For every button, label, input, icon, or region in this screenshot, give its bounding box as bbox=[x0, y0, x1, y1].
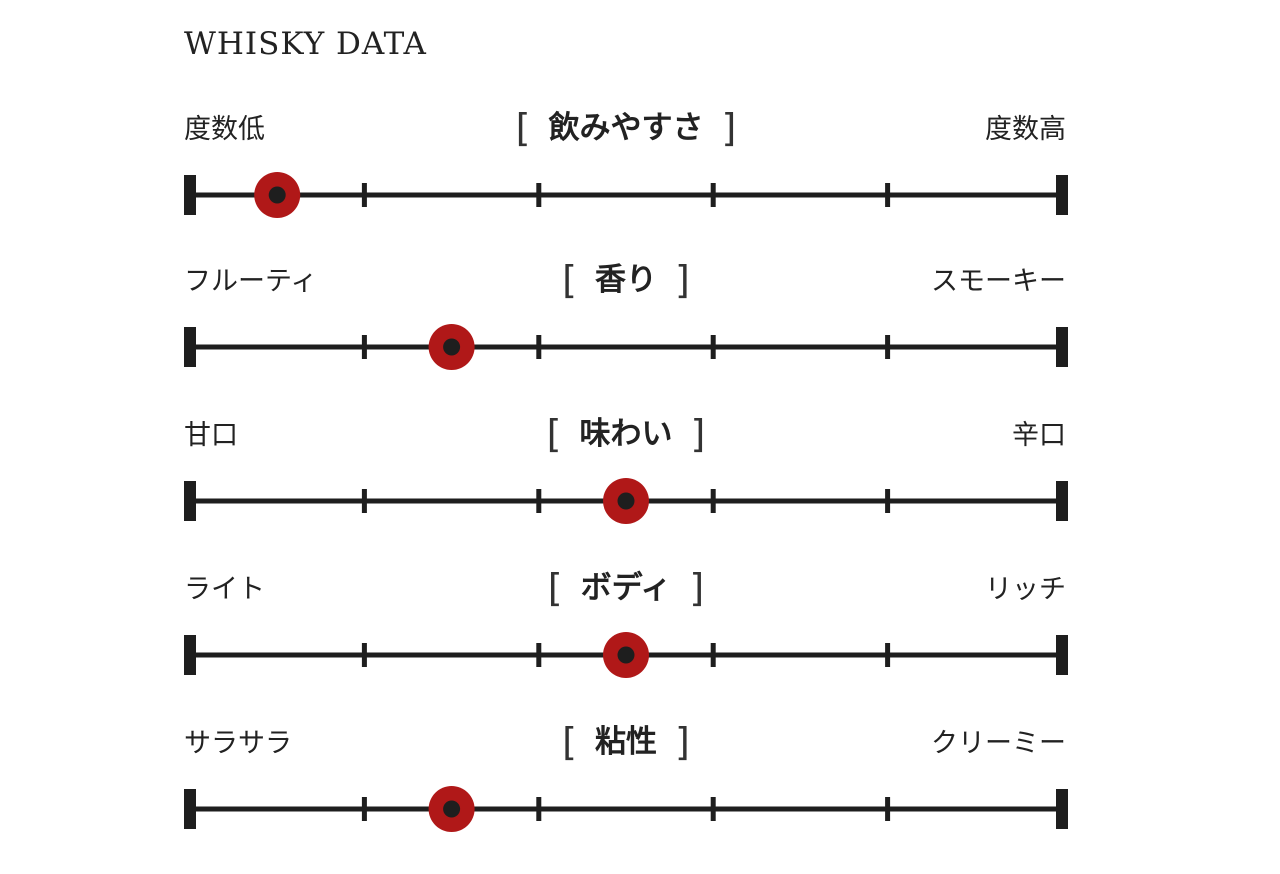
tick-mark bbox=[885, 183, 891, 207]
tick-mark bbox=[361, 797, 367, 821]
right-label: 度数高 bbox=[985, 114, 1066, 145]
end-cap bbox=[184, 635, 196, 675]
end-cap bbox=[184, 789, 196, 829]
bracket-open: [ bbox=[515, 106, 531, 150]
value-marker-center bbox=[268, 186, 286, 204]
tick-mark bbox=[536, 489, 542, 513]
row-title: ボディ bbox=[580, 570, 672, 606]
tick-mark bbox=[710, 335, 716, 359]
value-marker-center bbox=[617, 492, 635, 510]
right-label: クリーミー bbox=[931, 728, 1066, 759]
end-cap bbox=[1056, 175, 1068, 215]
tick-mark bbox=[361, 335, 367, 359]
scale-row: 甘口 [ 味わい ] 辛口 bbox=[0, 412, 1280, 566]
bracket-open: [ bbox=[546, 412, 562, 456]
bracket-open: [ bbox=[547, 566, 563, 610]
bracket-open: [ bbox=[562, 258, 577, 302]
tick-mark bbox=[885, 797, 891, 821]
end-cap bbox=[184, 175, 196, 215]
bracket-close: ] bbox=[675, 258, 690, 302]
scale-bar bbox=[184, 324, 1068, 370]
value-marker-center bbox=[617, 646, 635, 664]
tick-mark bbox=[361, 489, 367, 513]
left-label: 度数低 bbox=[184, 114, 265, 145]
row-title: 飲みやすさ bbox=[548, 110, 704, 146]
tick-mark bbox=[710, 797, 716, 821]
row-title: 香り bbox=[595, 262, 657, 298]
tick-mark bbox=[536, 643, 542, 667]
scale-row: 度数低 [ 飲みやすさ ] 度数高 bbox=[0, 106, 1280, 260]
row-heading: [ 味わい ] bbox=[529, 410, 724, 458]
left-label: フルーティ bbox=[184, 266, 318, 297]
bracket-close: ] bbox=[675, 720, 690, 764]
scale-row: フルーティ [ 香り ] スモーキー bbox=[0, 258, 1280, 412]
right-label: 辛口 bbox=[1012, 420, 1066, 451]
tick-mark bbox=[536, 183, 542, 207]
scale-line bbox=[190, 806, 1062, 812]
row-title: 味わい bbox=[579, 416, 673, 452]
end-cap bbox=[1056, 481, 1068, 521]
scale-line bbox=[190, 192, 1062, 198]
row-heading: [ 飲みやすさ ] bbox=[498, 104, 755, 152]
scale-bar bbox=[184, 478, 1068, 524]
row-heading: [ 香り ] bbox=[544, 256, 708, 304]
end-cap bbox=[1056, 789, 1068, 829]
scale-line bbox=[190, 344, 1062, 350]
scale-row: ライト [ ボディ ] リッチ bbox=[0, 566, 1280, 720]
tick-mark bbox=[536, 797, 542, 821]
tick-mark bbox=[885, 335, 891, 359]
bracket-close: ] bbox=[721, 106, 737, 150]
tick-mark bbox=[536, 335, 542, 359]
end-cap bbox=[184, 327, 196, 367]
left-label: サラサラ bbox=[184, 728, 292, 759]
scale-bar bbox=[184, 172, 1068, 218]
scale-bar bbox=[184, 632, 1068, 678]
end-cap bbox=[1056, 635, 1068, 675]
tick-mark bbox=[361, 643, 367, 667]
tick-mark bbox=[710, 183, 716, 207]
chart-title: WHISKY DATA bbox=[184, 26, 427, 62]
left-label: 甘口 bbox=[184, 420, 238, 451]
scale-row: サラサラ [ 粘性 ] クリーミー bbox=[0, 720, 1280, 874]
scale-bar bbox=[184, 786, 1068, 832]
tick-mark bbox=[885, 489, 891, 513]
tick-mark bbox=[361, 183, 367, 207]
row-heading: [ ボディ ] bbox=[530, 564, 723, 612]
end-cap bbox=[1056, 327, 1068, 367]
bracket-open: [ bbox=[562, 720, 577, 764]
tick-mark bbox=[885, 643, 891, 667]
left-label: ライト bbox=[184, 574, 265, 605]
right-label: スモーキー bbox=[931, 266, 1066, 297]
end-cap bbox=[184, 481, 196, 521]
row-heading: [ 粘性 ] bbox=[544, 718, 708, 766]
tick-mark bbox=[710, 489, 716, 513]
right-label: リッチ bbox=[985, 574, 1066, 605]
bracket-close: ] bbox=[690, 412, 706, 456]
tick-mark bbox=[710, 643, 716, 667]
row-title: 粘性 bbox=[595, 724, 657, 760]
value-marker-center bbox=[443, 800, 461, 818]
bracket-close: ] bbox=[689, 566, 705, 610]
value-marker-center bbox=[443, 338, 461, 356]
